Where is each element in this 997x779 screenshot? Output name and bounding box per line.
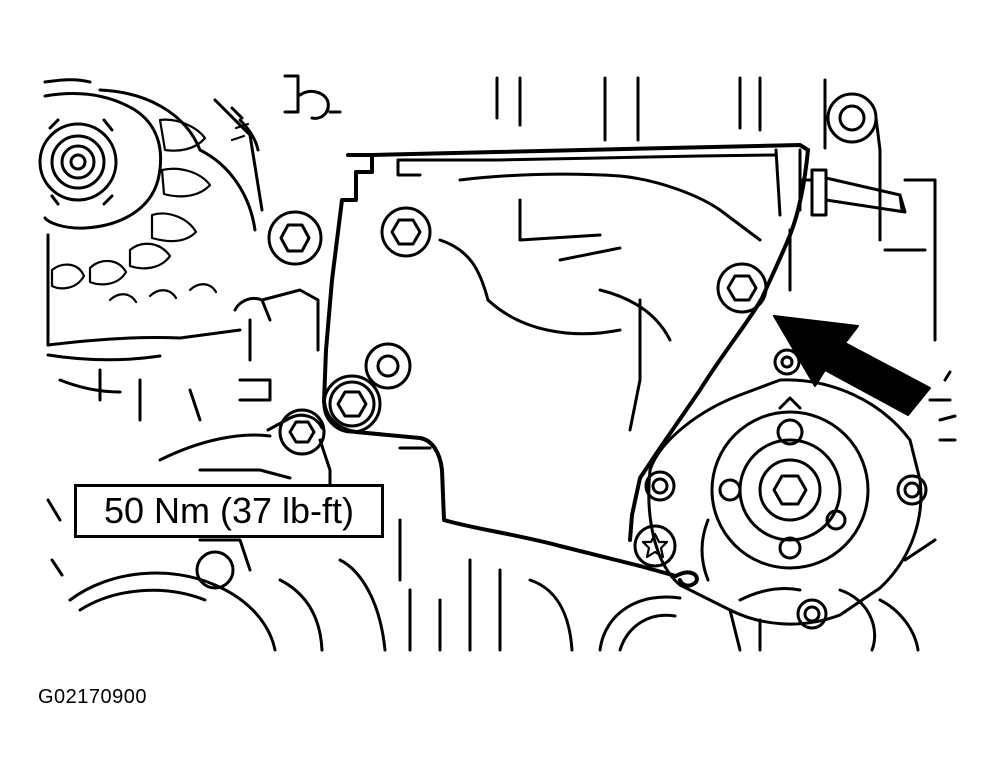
engine-block-bottom-right	[598, 586, 920, 652]
front-cover-bracket	[322, 143, 810, 588]
crank-pulley	[68, 538, 574, 652]
figure-id: G02170900	[38, 686, 148, 708]
upper-right-fitting	[774, 148, 907, 292]
water-pump-assembly	[633, 348, 957, 652]
engine-block-top	[283, 74, 937, 342]
alternator-pulley	[38, 78, 323, 362]
indicator-arrow-icon	[773, 315, 931, 416]
torque-spec-label: 50 Nm (37 lb-ft)	[74, 484, 384, 538]
engine-block-left	[46, 288, 432, 652]
